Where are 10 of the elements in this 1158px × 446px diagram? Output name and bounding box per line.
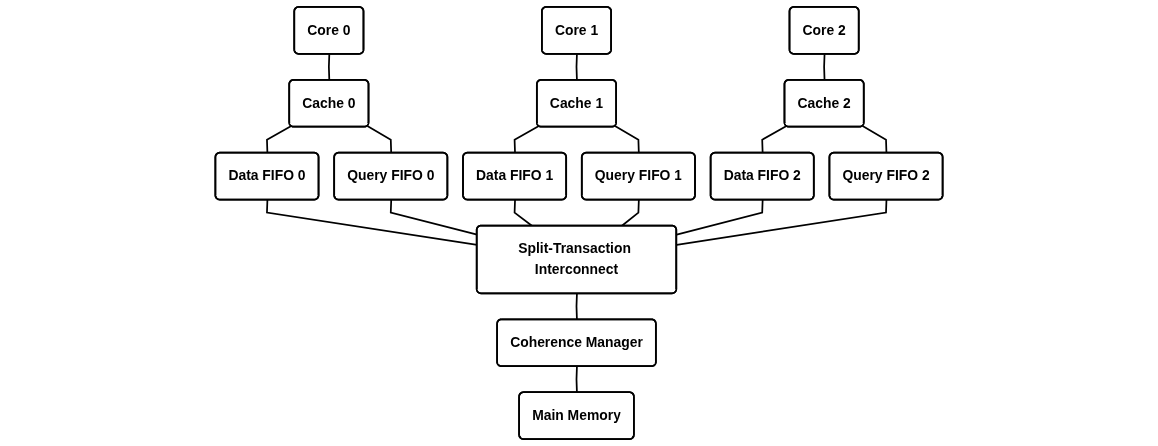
connector [513,199,534,227]
connector [861,125,888,154]
connector [761,125,788,154]
connector [575,365,578,394]
connector [266,125,293,154]
connector [620,199,640,227]
connector [614,125,640,154]
connector [575,292,578,321]
connector [513,125,540,154]
connector [366,125,393,154]
